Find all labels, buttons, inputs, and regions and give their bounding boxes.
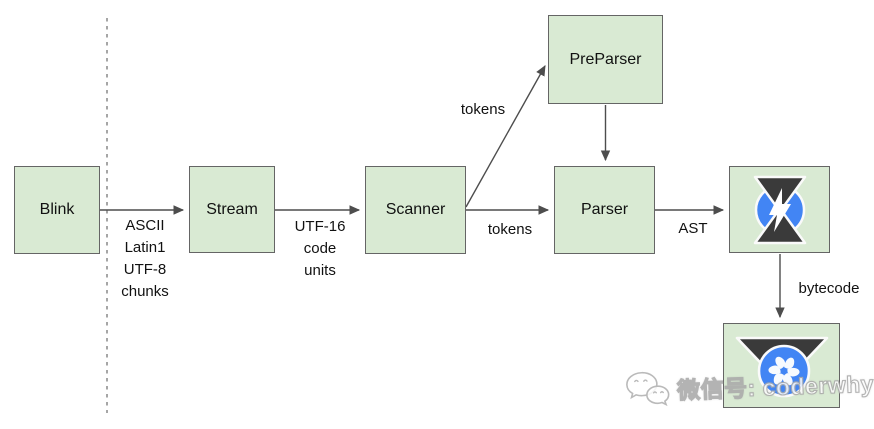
node-bytecode [723, 323, 840, 408]
wechat-icon [626, 371, 670, 407]
edge-label-bytecode: bytecode [798, 280, 860, 297]
edge-label-tokens-upper: tokens [460, 101, 506, 118]
node-preparser-label: PreParser [569, 50, 642, 68]
watermark-text: 微信号: coderwhy [676, 370, 874, 404]
node-scanner: Scanner [365, 166, 466, 254]
edge-label-tokens-lower: tokens [487, 221, 533, 238]
hourglass-lightning-icon [753, 175, 806, 244]
node-parser: Parser [554, 166, 655, 254]
node-blink: Blink [14, 166, 100, 254]
node-preparser: PreParser [548, 15, 663, 104]
node-parser-label: Parser [580, 201, 629, 218]
edge-label-ast: AST [678, 220, 708, 237]
arrow-scanner-to-preparser [465, 65, 546, 208]
edge-label-utf16-code-units: UTF-16 code units [294, 218, 346, 279]
node-stream-label: Stream [206, 200, 258, 218]
node-scanner-label: Scanner [385, 201, 446, 218]
node-blink-label: Blink [39, 201, 75, 218]
funnel-pinwheel-icon [735, 336, 828, 397]
watermark: 微信号: coderwhy [623, 362, 874, 411]
node-interpreter [729, 166, 830, 253]
edge-label-encodings: ASCII Latin1 UTF-8 chunks [121, 217, 169, 300]
node-stream: Stream [189, 166, 275, 253]
